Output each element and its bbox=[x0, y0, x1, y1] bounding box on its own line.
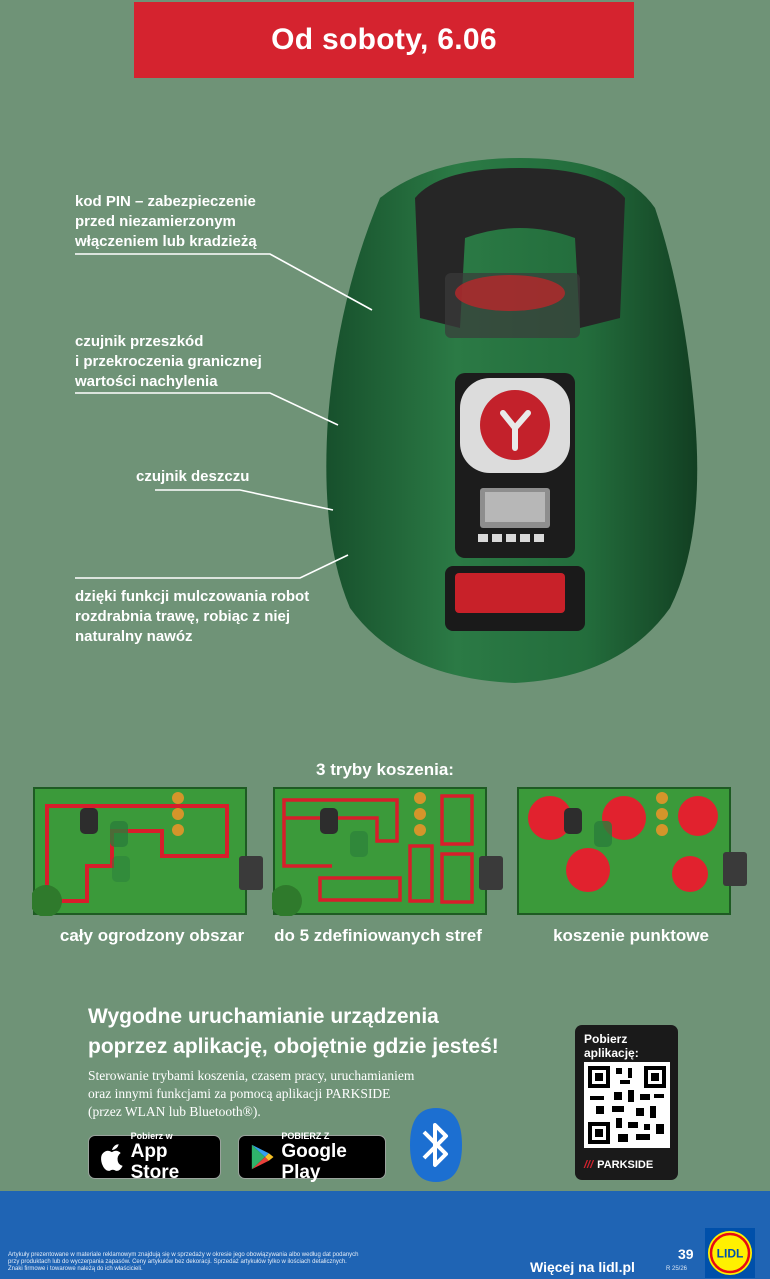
google-play-icon bbox=[251, 1144, 274, 1170]
more-at-lidl-link[interactable]: Więcej na lidl.pl bbox=[530, 1259, 635, 1275]
qr-label: Pobierz aplikację: bbox=[584, 1032, 639, 1060]
footer-bar bbox=[0, 1191, 770, 1279]
mode-caption-whole-area: cały ogrodzony obszar bbox=[59, 926, 245, 945]
footer-disclaimer: Artykuły prezentowane w materiale reklam… bbox=[8, 1252, 359, 1272]
app-heading: Wygodne uruchamianie urządzenia poprzez … bbox=[88, 1005, 499, 1058]
callout-pin-code: kod PIN – zabezpieczenie przed niezamier… bbox=[75, 193, 257, 250]
callout-rain-sensor: czujnik deszczu bbox=[136, 468, 250, 485]
bluetooth-icon bbox=[410, 1108, 462, 1182]
callout-mulching: dzięki funkcji mulczowania robot rozdrab… bbox=[75, 588, 310, 645]
app-store-button[interactable]: Pobierz w App Store bbox=[88, 1131, 221, 1183]
qr-code[interactable] bbox=[584, 1062, 670, 1148]
parkside-stripes-icon: /// bbox=[584, 1159, 594, 1171]
robot-mower-image bbox=[326, 158, 698, 683]
callout-obstacle-sensor: czujnik przeszkód i przekroczenia granic… bbox=[75, 333, 262, 390]
apple-icon bbox=[101, 1144, 123, 1171]
mowing-modes-title: 3 tryby koszenia: bbox=[316, 760, 454, 779]
date-banner: Od soboty, 6.06 bbox=[134, 2, 634, 78]
app-description: Sterowanie trybami koszenia, czasem prac… bbox=[88, 1068, 415, 1119]
lidl-logo-text: LIDL bbox=[717, 1247, 744, 1261]
page-code: R 25/26 bbox=[666, 1266, 688, 1272]
mode-caption-spot: koszenie punktowe bbox=[553, 926, 709, 945]
lawn-diagram-whole-area bbox=[32, 787, 263, 916]
mode-caption-zones: do 5 zdefiniowanych stref bbox=[274, 926, 482, 945]
google-play-button[interactable]: POBIERZ Z Google Play bbox=[238, 1131, 386, 1183]
lawn-diagram-spot bbox=[517, 787, 747, 915]
date-banner-text: Od soboty, 6.06 bbox=[271, 23, 497, 56]
lidl-logo: LIDL bbox=[705, 1228, 755, 1278]
lawn-diagram-zones bbox=[272, 787, 503, 916]
parkside-brand: /// PARKSIDE bbox=[584, 1159, 654, 1171]
page-number: 39 bbox=[678, 1246, 694, 1262]
